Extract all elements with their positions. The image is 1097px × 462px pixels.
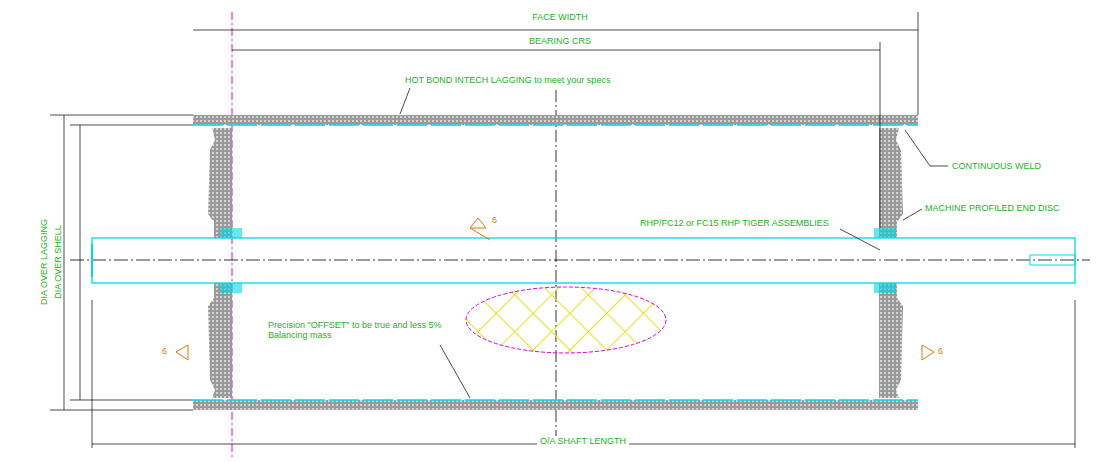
note-text: CONTINUOUS WELD xyxy=(952,161,1041,171)
note-text: HOT BOND INTECH LAGGING to meet your spe… xyxy=(405,75,610,85)
weld-size: 6 xyxy=(162,346,167,356)
dimension-text: DIA OVER LAGGING xyxy=(39,217,49,307)
dimension-text: DIA OVER SHELL xyxy=(53,223,63,301)
dimension-text: BEARING CRS xyxy=(526,36,594,46)
note-text: RHP/FC12 or FC15 RHP TIGER ASSEMBLIES xyxy=(640,218,829,228)
weld-size: 6 xyxy=(938,346,943,356)
dimension-text: O/A SHAFT LENGTH xyxy=(537,436,629,446)
weld-size: 6 xyxy=(492,215,497,225)
dimension-text: FACE WIDTH xyxy=(529,12,591,22)
note-text: Precision "OFFSET" to be true and less 5… xyxy=(268,320,453,341)
note-text: MACHINE PROFILED END DISC xyxy=(925,203,1060,213)
